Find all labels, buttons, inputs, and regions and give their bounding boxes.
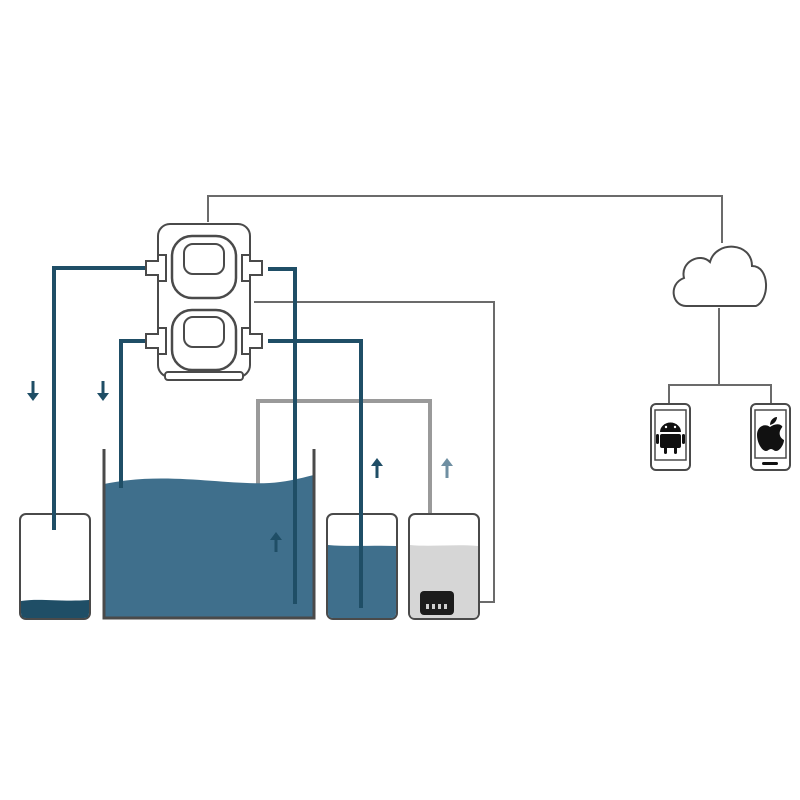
- dosing-tubes: [52, 266, 363, 608]
- android-logo: [656, 422, 685, 454]
- sensor-contacts: [426, 604, 447, 609]
- pump-feet: [164, 371, 244, 381]
- main-tank-water: [104, 475, 314, 618]
- arrow-up-icon: [371, 458, 383, 478]
- left-reservoir-liquid: [21, 599, 89, 618]
- tube-to-left-reservoir: [52, 266, 147, 530]
- arrow-up-icon: [270, 532, 282, 552]
- arrow-down-icon: [97, 381, 109, 401]
- pump-head-lower: [145, 308, 263, 372]
- pump-head-upper: [145, 234, 263, 300]
- phones-split-cable: [668, 384, 772, 403]
- flow-arrows: [27, 381, 383, 552]
- main-tank: [102, 449, 316, 620]
- arrow-down-icon: [27, 381, 39, 401]
- cloud-icon: [672, 245, 768, 307]
- dual-peristaltic-pump-icon: [145, 223, 263, 381]
- tube-main-tank-return: [268, 267, 297, 604]
- sensor-to-pump-cable: [254, 301, 495, 603]
- android-phone-icon: [650, 403, 691, 471]
- apple-phone-icon: [750, 403, 791, 471]
- apple-logo: [757, 417, 784, 451]
- return-tube-gray: [256, 399, 432, 590]
- arrow-up-icon: [441, 458, 453, 478]
- right-reservoir: [408, 513, 480, 620]
- tube-to-main-tank: [119, 339, 147, 488]
- control-cables: [207, 195, 772, 603]
- water-level-sensor-icon: [420, 591, 454, 615]
- main-tank-walls: [102, 449, 316, 620]
- tube-from-middle-reservoir: [268, 339, 363, 608]
- pump-to-cloud-cable: [207, 195, 723, 243]
